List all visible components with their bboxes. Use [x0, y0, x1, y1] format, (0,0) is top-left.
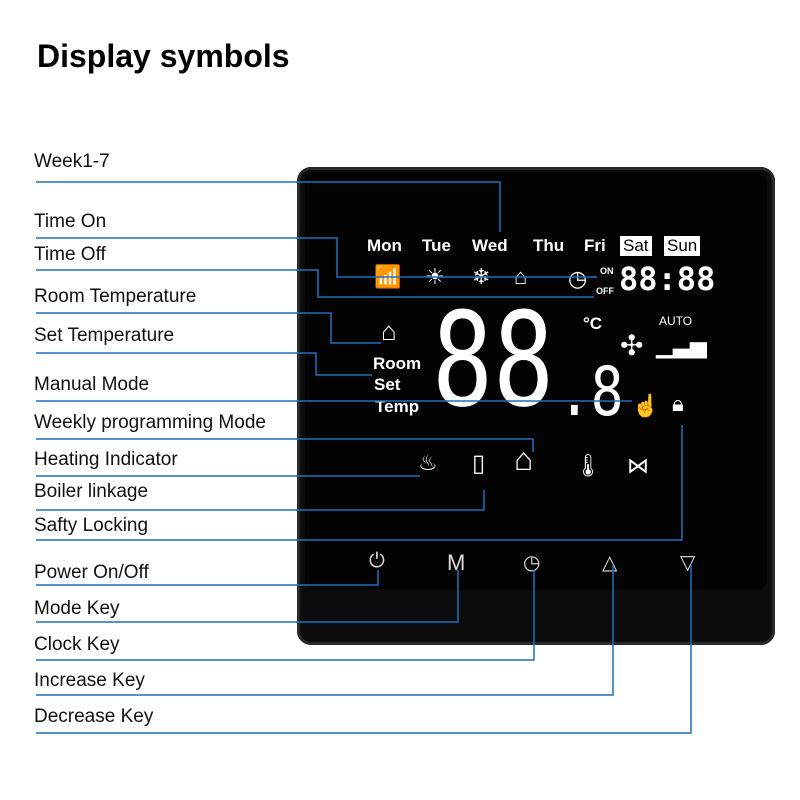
clock-display: 88:88	[619, 260, 716, 298]
label-heating-indicator: Heating Indicator	[34, 449, 178, 470]
label-weekly-programming: Weekly programming Mode	[34, 412, 266, 433]
temperature-display: 88	[432, 284, 555, 436]
day-tue: Tue	[422, 236, 451, 255]
fan-speed-icon: ▁▃▅	[656, 333, 707, 358]
label-room-temperature: Room Temperature	[34, 286, 197, 307]
label-set-temperature: Set Temperature	[34, 325, 175, 346]
day-mon: Mon	[367, 236, 402, 255]
clock-button[interactable]: ◷	[523, 552, 541, 574]
room-temperature-icon: ⌂	[381, 316, 397, 346]
label-time-off: Time Off	[34, 244, 106, 265]
label-increase-key: Increase Key	[34, 670, 145, 691]
on-indicator: ON	[600, 266, 614, 276]
room-text: Room	[373, 354, 422, 373]
auto-label: AUTO	[659, 314, 693, 328]
day-thu: Thu	[533, 236, 565, 255]
increase-button[interactable]: △	[602, 552, 618, 574]
decrease-button[interactable]: ▽	[680, 552, 696, 574]
lock-icon: 🔒︎	[672, 391, 684, 416]
weekly-program-icon: ⌂	[514, 441, 534, 477]
hand-icon: ☝	[632, 393, 660, 418]
floor-sensor-icon: 🌡︎	[574, 453, 602, 478]
label-manual-mode: Manual Mode	[34, 374, 150, 395]
day-sun: Sun	[664, 236, 701, 256]
label-decrease-key: Decrease Key	[34, 706, 154, 727]
label-mode-key: Mode Key	[34, 598, 120, 619]
heating-icon: ♨	[418, 450, 438, 475]
temp-text: Temp	[375, 397, 420, 416]
page-title: Display symbols	[37, 38, 290, 74]
wifi-icon: 📶	[374, 264, 402, 289]
label-boiler-linkage: Boiler linkage	[34, 481, 149, 502]
day-sat: Sat	[620, 236, 652, 256]
boiler-icon: ▯	[472, 450, 486, 477]
valve-icon: ⋈	[627, 453, 649, 478]
day-wed: Wed	[472, 236, 508, 255]
day-fri: Fri	[584, 236, 606, 255]
label-time-on: Time On	[34, 211, 107, 232]
power-button[interactable]: ⏻	[369, 550, 385, 572]
label-clock-key: Clock Key	[34, 634, 120, 655]
off-indicator: OFF	[596, 286, 614, 296]
celsius-unit: °C	[583, 314, 603, 333]
set-text: Set	[374, 375, 401, 394]
temperature-decimal: .8	[558, 353, 624, 432]
mode-button[interactable]: M	[447, 550, 466, 575]
label-week: Week1-7	[34, 151, 110, 172]
label-power: Power On/Off	[34, 562, 149, 583]
clock-icon: ◷	[568, 266, 588, 291]
label-safety-locking: Safty Locking	[34, 515, 149, 536]
fan-icon: ✣	[620, 330, 644, 361]
